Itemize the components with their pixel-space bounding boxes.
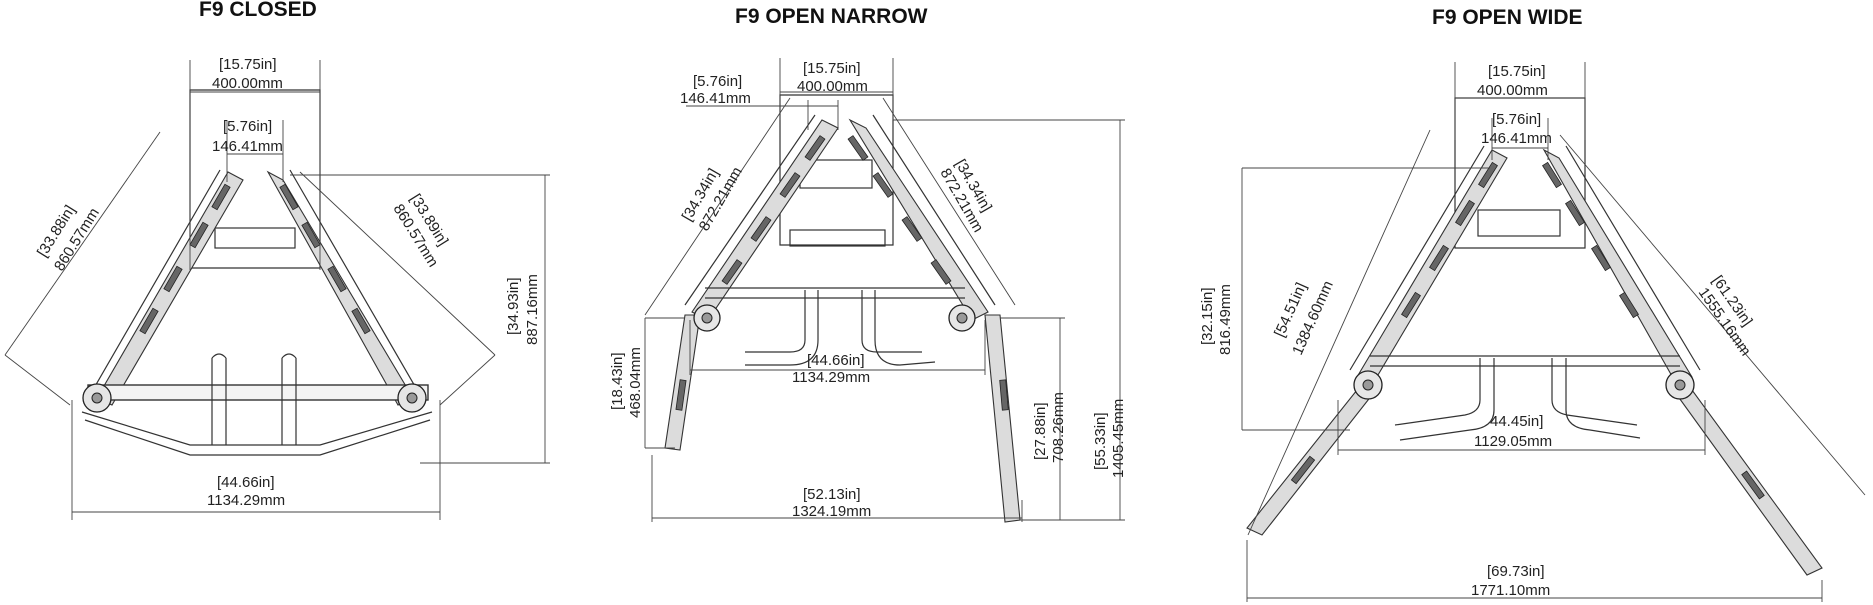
- closed-gap-mm: 146.41mm: [212, 138, 283, 155]
- narrow-inner-in: [44.66in]: [807, 352, 865, 369]
- narrow-leg-mm: 468.04mm: [627, 347, 644, 418]
- narrow-mid-height-mm: 708.26mm: [1050, 392, 1067, 463]
- narrow-top-mm: 400.00mm: [797, 78, 868, 95]
- wide-left-height-mm: 816.49mm: [1217, 284, 1234, 355]
- open-wide-dimension-lines: [1241, 62, 1866, 602]
- panel-title-closed: F9 CLOSED: [199, 0, 317, 21]
- narrow-width-in: [52.13in]: [803, 486, 861, 503]
- wide-inner-in: 44.45in]: [1490, 413, 1543, 430]
- narrow-mid-height-in: [27.88in]: [1032, 402, 1049, 460]
- wide-top-mm: 400.00mm: [1477, 82, 1548, 99]
- closed-width-mm: 1134.29mm: [207, 492, 285, 509]
- open-narrow-frame-drawing: [664, 94, 1021, 523]
- closed-frame-drawing: [81, 89, 433, 456]
- wide-gap-in: [5.76in]: [1492, 111, 1541, 128]
- closed-view: [15.75in] 400.00mm [5.76in] 146.41mm [33…: [4, 56, 550, 520]
- closed-top-mm: 400.00mm: [212, 75, 283, 92]
- open-narrow-dimension-lines: [644, 58, 1125, 522]
- closed-height-mm: 887.16mm: [524, 274, 541, 345]
- closed-gap-in: [5.76in]: [223, 118, 272, 135]
- closed-dimension-lines: [4, 60, 550, 520]
- narrow-gap-mm: 146.41mm: [680, 90, 751, 107]
- narrow-inner-mm: 1134.29mm: [792, 369, 870, 386]
- closed-top-in: [15.75in]: [219, 56, 277, 73]
- closed-height-in: [34.93in]: [505, 277, 522, 335]
- narrow-width-mm: 1324.19mm: [792, 503, 871, 520]
- narrow-gap-in: [5.76in]: [693, 73, 742, 90]
- wide-inner-mm: 1129.05mm: [1474, 433, 1552, 450]
- wide-width-mm: 1771.10mm: [1471, 582, 1550, 599]
- panel-title-open-wide: F9 OPEN WIDE: [1432, 6, 1583, 29]
- closed-width-in: [44.66in]: [217, 474, 275, 491]
- open-wide-view: [15.75in] 400.00mm [5.76in] 146.41mm [32…: [1199, 62, 1866, 602]
- wide-width-in: [69.73in]: [1487, 563, 1545, 580]
- narrow-leg-in: [18.43in]: [609, 352, 626, 410]
- open-narrow-view: [15.75in] 400.00mm [5.76in] 146.41mm [34…: [609, 58, 1127, 523]
- narrow-height-mm: 1405.45mm: [1110, 399, 1127, 478]
- narrow-top-in: [15.75in]: [803, 60, 861, 77]
- wide-left-height-in: [32.15in]: [1199, 287, 1216, 345]
- narrow-height-in: [55.33in]: [1092, 412, 1109, 470]
- wide-gap-mm: 146.41mm: [1481, 130, 1552, 147]
- panel-title-open-narrow: F9 OPEN NARROW: [735, 5, 928, 28]
- open-wide-frame-drawing: [1246, 97, 1823, 576]
- wide-top-in: [15.75in]: [1488, 63, 1546, 80]
